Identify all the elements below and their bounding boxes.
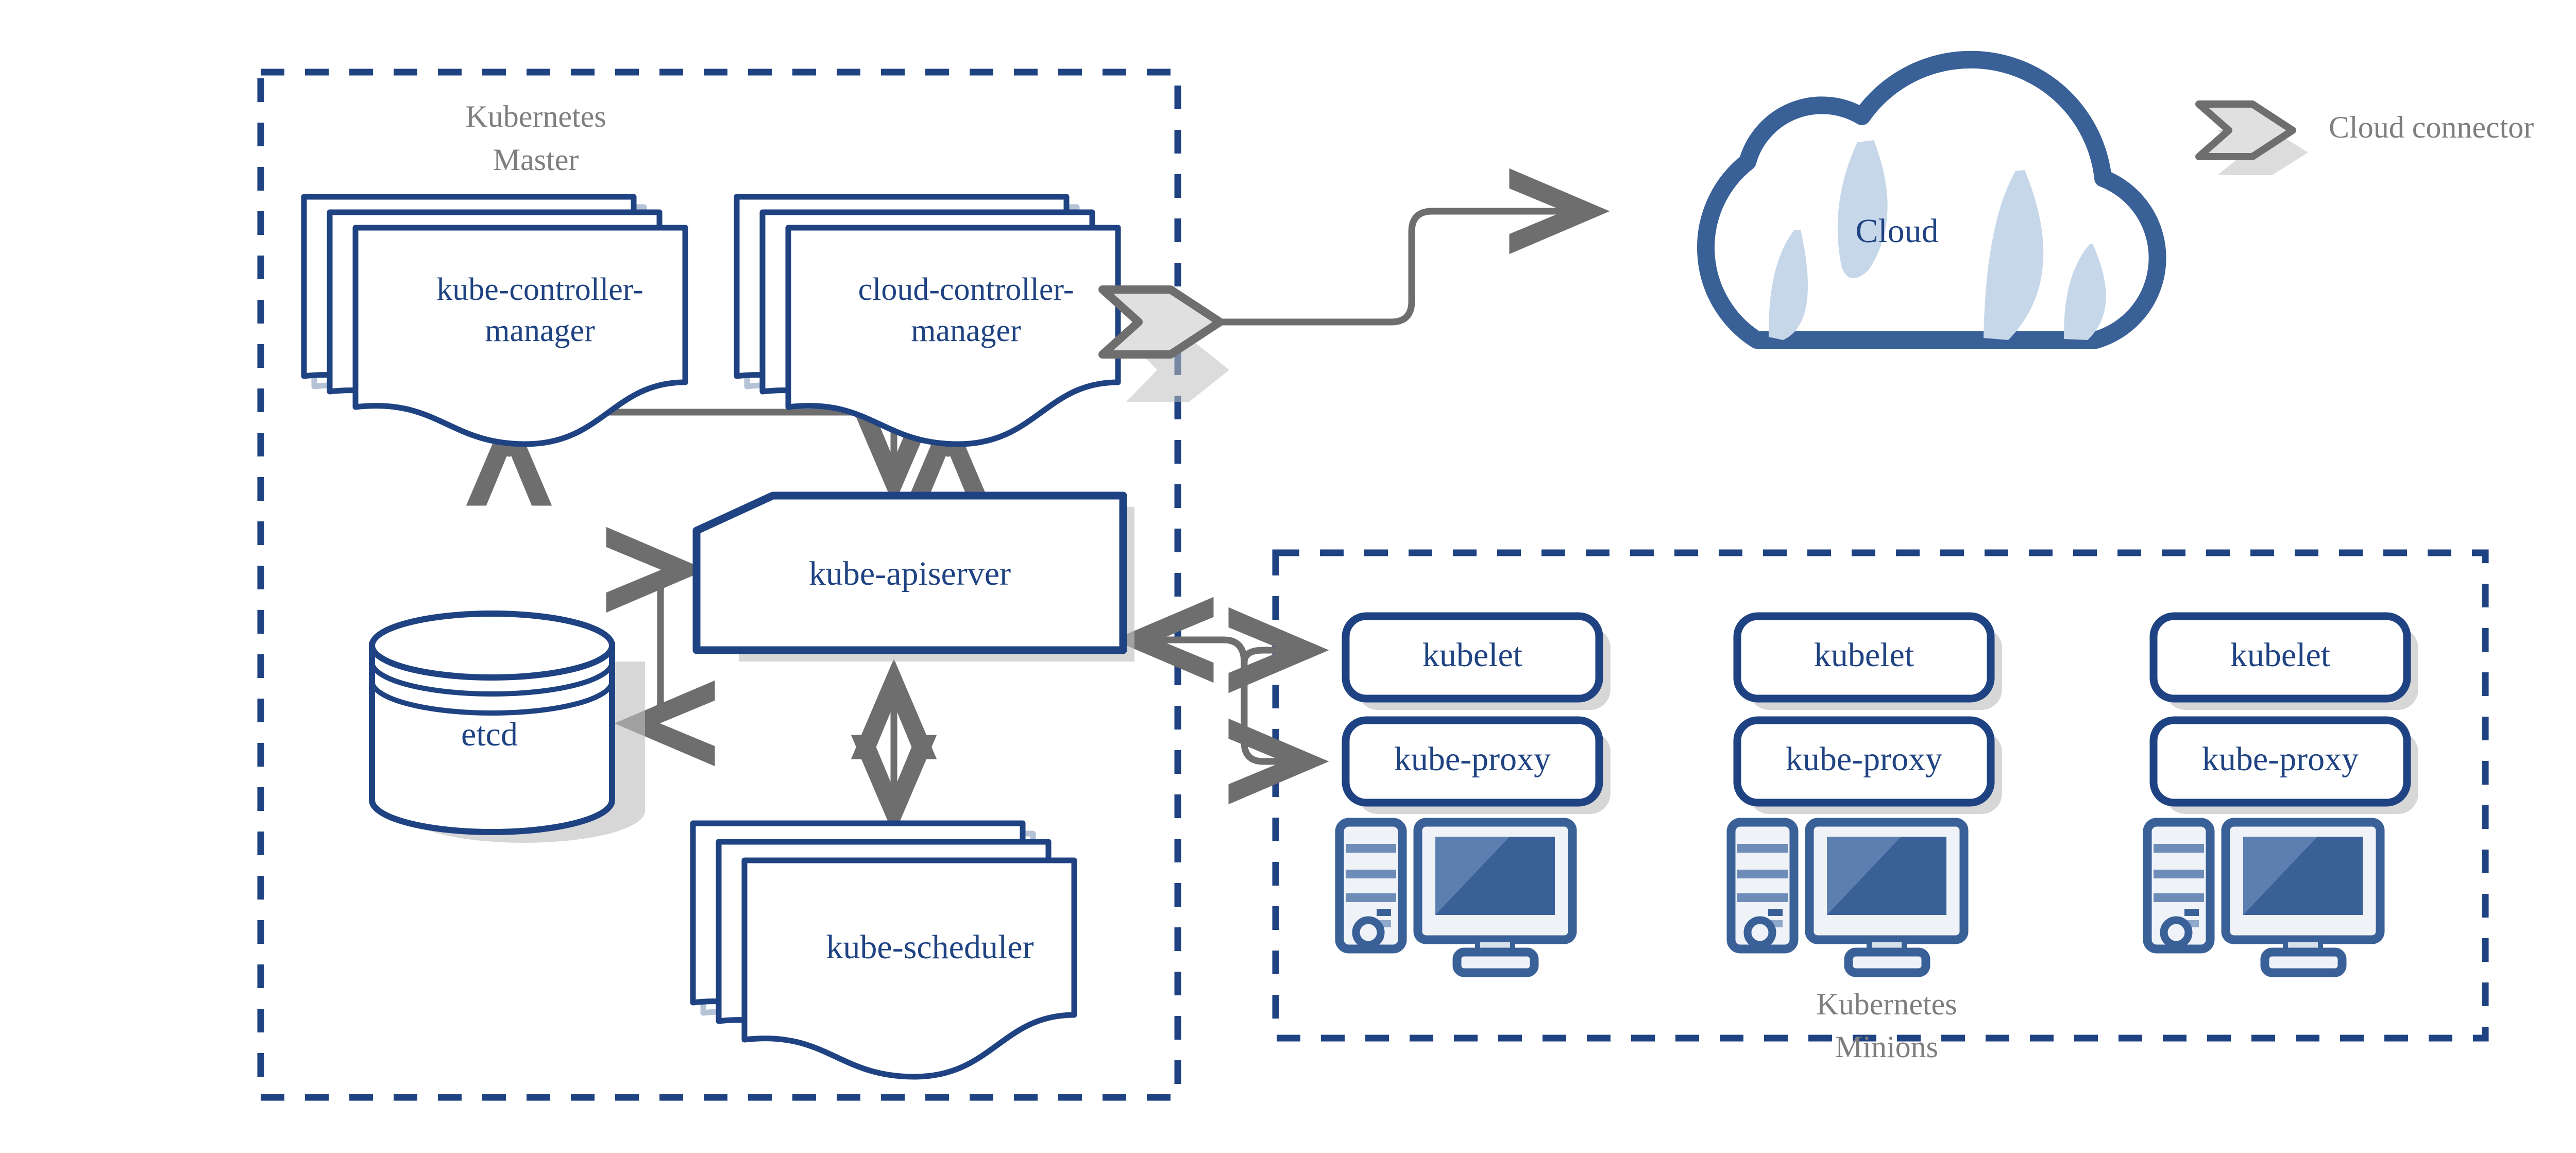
minion-2-kubelet-label: kubelet xyxy=(1814,636,1914,674)
cloud-connector-icon xyxy=(1098,285,1229,402)
connector-etcd-to-apiserver xyxy=(606,527,707,727)
etcd-ring-2 xyxy=(369,681,615,716)
connector-ccm-to-cloud xyxy=(1176,168,1610,326)
master-label-line1: Kubernetes xyxy=(465,99,606,133)
minion-2-kubelet-box[interactable] xyxy=(1733,612,1995,703)
connector-apiserver-to-etcd xyxy=(614,566,715,767)
minions-label-line1: Kubernetes xyxy=(1816,987,1957,1021)
connector-branch-to-kubelet xyxy=(1228,607,1329,693)
minion-node-2: kubelet kube-proxy xyxy=(1726,612,2002,977)
kube-controller-manager-label-line1: kube-controller- xyxy=(436,272,643,307)
minion-node-1: kubelet kube-proxy xyxy=(1335,612,1611,977)
kube-scheduler-label: kube-scheduler xyxy=(826,928,1033,966)
minion-3-kubelet-label: kubelet xyxy=(2230,636,2330,674)
minion-3-computer-icon xyxy=(2143,818,2385,977)
node-etcd[interactable]: etcd xyxy=(369,611,645,843)
minion-1-kubelet-box[interactable] xyxy=(1342,612,1603,703)
minion-2-kube-proxy-box[interactable] xyxy=(1733,716,1995,807)
etcd-label: etcd xyxy=(461,716,518,753)
minion-1-computer-icon xyxy=(1335,818,1577,977)
minion-3-kubelet-box[interactable] xyxy=(2149,612,2411,703)
kube-apiserver-label: kube-apiserver xyxy=(809,555,1011,592)
minion-2-computer-icon xyxy=(1726,818,1969,977)
node-kube-controller-manager[interactable]: kube-controller- manager xyxy=(304,197,685,444)
etcd-ring-1 xyxy=(369,662,615,697)
legend-cloud-connector: Cloud connector xyxy=(2195,100,2534,175)
cloud-controller-manager-label-line1: cloud-controller- xyxy=(858,272,1074,307)
group-kubernetes-master: Kubernetes Master xyxy=(257,69,1181,1101)
legend-cloud-connector-label: Cloud connector xyxy=(2329,110,2534,144)
node-cloud-controller-manager[interactable]: cloud-controller- manager xyxy=(737,197,1118,444)
minion-3-kube-proxy-label: kube-proxy xyxy=(2202,740,2359,778)
node-cloud[interactable]: Cloud xyxy=(1697,50,2166,349)
cloud-label: Cloud xyxy=(1855,212,1938,250)
cloud-controller-manager-label-line2: manager xyxy=(911,313,1021,348)
node-kube-scheduler[interactable]: kube-scheduler xyxy=(693,823,1074,1077)
etcd-top-ellipse xyxy=(369,611,615,681)
kube-controller-manager-label-line2: manager xyxy=(485,313,595,348)
minion-3-kube-proxy-box[interactable] xyxy=(2149,716,2411,807)
minion-1-kubelet-label: kubelet xyxy=(1422,636,1522,674)
minion-2-kube-proxy-label: kube-proxy xyxy=(1786,740,1942,778)
connector-branch-to-kubeproxy xyxy=(1120,636,1329,805)
minion-node-3: kubelet kube-proxy xyxy=(2143,612,2418,977)
minion-1-kube-proxy-box[interactable] xyxy=(1342,716,1603,807)
master-dashed-border xyxy=(257,69,1181,1101)
minions-label-line2: Minions xyxy=(1835,1030,1938,1064)
node-kube-apiserver[interactable]: kube-apiserver xyxy=(692,491,1134,662)
minion-1-kube-proxy-label: kube-proxy xyxy=(1394,740,1551,778)
master-label-line2: Master xyxy=(493,143,579,177)
cloud-accents xyxy=(1768,140,2106,340)
cloud-shape xyxy=(1697,50,2166,349)
legend-cloud-connector-icon xyxy=(2195,100,2296,160)
